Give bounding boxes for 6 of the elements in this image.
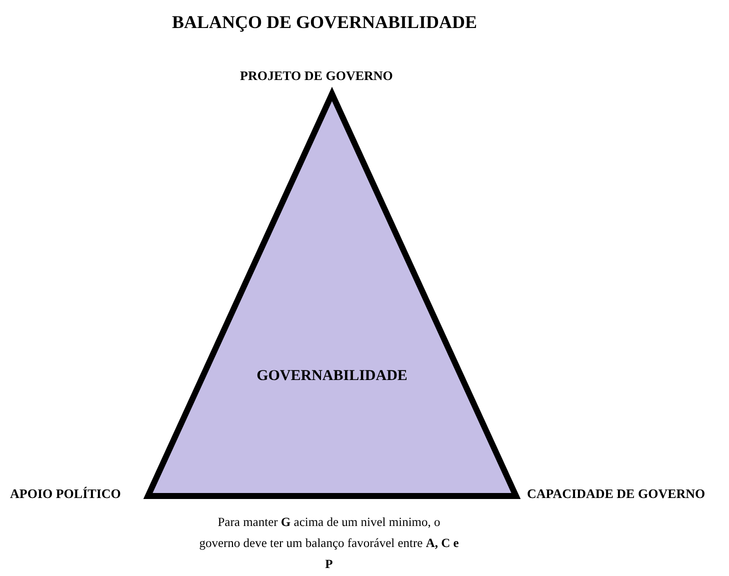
title: BALANÇO DE GOVERNABILIDADE [172,12,478,33]
triangle-label: GOVERNABILIDADE [256,368,408,385]
vertex-label: APOIO POLÍTICO [10,486,121,502]
vertex-label: CAPACIDADE DE GOVERNO [527,486,706,502]
caption: Para manter G acima de um nivel minimo, o governo deve ter um balanço favorável entre A, C e P [198,514,460,573]
vertex-label: PROJETO DE GOVERNO [240,68,393,84]
